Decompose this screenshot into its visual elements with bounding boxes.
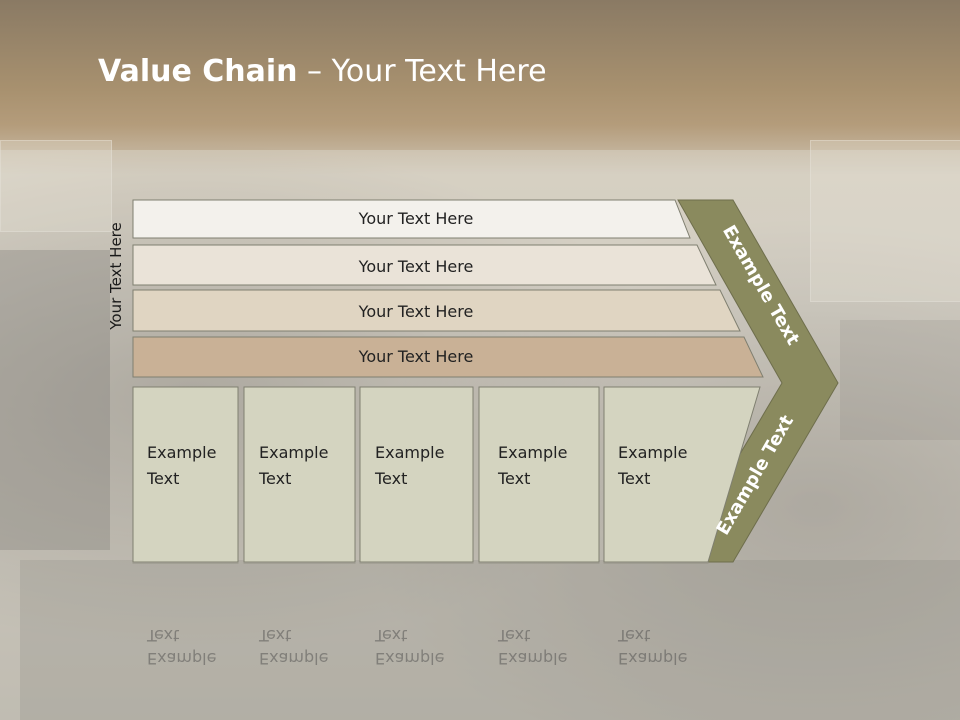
column-4 (478, 386, 600, 563)
column-3 (359, 386, 474, 563)
refl-col-5: Example (618, 649, 687, 668)
column-4-line1: Example (498, 443, 567, 462)
bar-3 (132, 289, 741, 332)
column-3-line1: Example (375, 443, 444, 462)
refl-col-3: Example (375, 649, 444, 668)
column-5-line1: Example (618, 443, 687, 462)
refl-col-4b: Text (497, 626, 530, 645)
column-2-line2: Text (258, 469, 291, 488)
diagram-reflection (132, 563, 777, 720)
bar-4-label: Your Text Here (358, 347, 474, 366)
refl-col-1b: Text (146, 626, 179, 645)
slide-title: Value Chain – Your Text Here (98, 54, 547, 89)
column-5 (603, 386, 761, 563)
bar-1 (132, 199, 691, 239)
chevron-arrow (675, 199, 839, 563)
refl-col-5b: Text (617, 626, 650, 645)
column-1 (132, 386, 239, 563)
column-5-line2: Text (617, 469, 650, 488)
column-2-line1: Example (259, 443, 328, 462)
title-rest: – Your Text Here (297, 54, 547, 89)
refl-col-4: Example (498, 649, 567, 668)
column-1-line1: Example (147, 443, 216, 462)
reflection-texts: Example Example Example Example Example … (146, 626, 687, 668)
bar-3-label: Your Text Here (358, 302, 474, 321)
column-4-line2: Text (497, 469, 530, 488)
bar-4 (132, 336, 764, 378)
refl-col-2b: Text (258, 626, 291, 645)
title-bold: Value Chain (98, 54, 298, 89)
column-1-line2: Text (146, 469, 179, 488)
refl-col-2: Example (259, 649, 328, 668)
bar-2 (132, 244, 717, 286)
refl-col-3b: Text (374, 626, 407, 645)
bar-1-label: Your Text Here (358, 209, 474, 228)
bar-2-label: Your Text Here (358, 257, 474, 276)
column-2 (243, 386, 356, 563)
column-3-line2: Text (374, 469, 407, 488)
refl-col-1: Example (147, 649, 216, 668)
